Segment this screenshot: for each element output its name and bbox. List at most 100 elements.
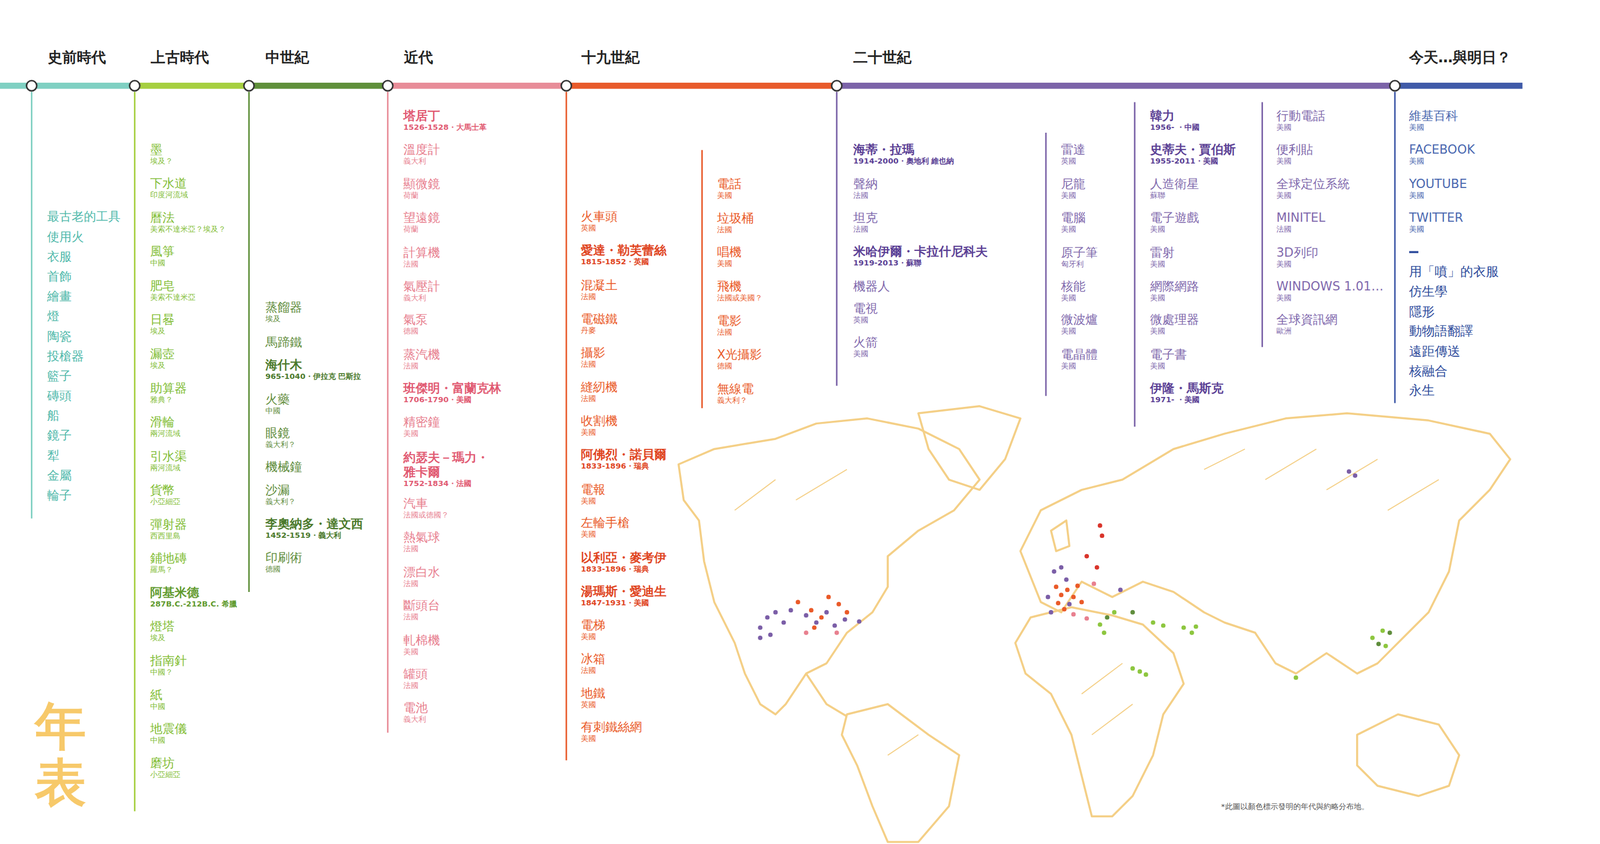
inventor-dates: 1833-1896・瑞典 — [580, 461, 649, 471]
invention-dot — [836, 601, 842, 607]
invention-dot — [1130, 609, 1135, 615]
invention-dot — [765, 615, 771, 620]
invention-origin: 法國 — [717, 327, 733, 337]
inventor-dates: 1914-2000・奧地利 維也納 — [853, 156, 954, 166]
invention-origin: 美國 — [580, 427, 596, 438]
invention-name: 衣服 — [47, 249, 72, 265]
invention-name: 3D列印 — [1276, 245, 1319, 261]
invention-dot — [803, 612, 809, 618]
invention-name: FACEBOOK — [1409, 142, 1475, 158]
invention-dot — [1058, 565, 1064, 570]
invention-name: 核能 — [1061, 279, 1086, 294]
invention-dot — [1091, 581, 1097, 587]
invention-name: 陶瓷 — [47, 329, 72, 344]
invention-name: 氣壓計 — [403, 279, 441, 294]
inventor-dates: 1706-1790・美國 — [403, 395, 472, 405]
invention-origin: 丹麥 — [580, 325, 596, 336]
invention-name: 維基百科 — [1409, 108, 1458, 124]
invention-name: 磨坊 — [150, 756, 175, 771]
column-line — [701, 150, 704, 409]
invention-origin: 美國 — [1276, 190, 1292, 201]
invention-name: 風箏 — [150, 244, 175, 260]
invention-origin: 美國 — [403, 428, 419, 439]
inventor-name: 阿佛烈・諾貝爾 — [580, 447, 667, 463]
inventor-dates: 965-1040・伊拉克 巴斯拉 — [265, 371, 361, 382]
invention-dot — [1376, 641, 1382, 647]
invention-name: 蒸餾器 — [265, 300, 303, 315]
invention-dot — [1084, 554, 1089, 559]
invention-origin: 義大利？ — [265, 497, 296, 507]
invention-name: 精密鐘 — [403, 414, 441, 430]
column-line — [1393, 91, 1396, 404]
period-marker — [129, 80, 141, 92]
invention-name: 下水道 — [150, 176, 187, 191]
invention-name: 望遠鏡 — [403, 210, 441, 226]
invention-origin: 德國 — [403, 326, 419, 336]
invention-origin: 法國 — [403, 259, 419, 269]
invention-origin: 中國 — [150, 735, 166, 745]
invention-origin: 印度河流域 — [150, 190, 188, 200]
invention-name: 印刷術 — [265, 550, 303, 566]
column-line — [30, 91, 33, 519]
invention-dot — [1161, 623, 1166, 629]
invention-dot — [856, 619, 862, 624]
period-heading: 史前時代 — [47, 48, 106, 67]
column-line — [133, 91, 136, 812]
invention-name: 網際網路 — [1150, 279, 1199, 294]
invention-dot — [1070, 612, 1076, 617]
bar-today — [1395, 82, 1523, 90]
invention-name: TWITTER — [1409, 210, 1464, 226]
invention-dot — [1383, 643, 1389, 649]
invention-dot — [1051, 569, 1057, 574]
invention-name: 鋪地磚 — [150, 551, 187, 566]
invention-dot — [834, 630, 840, 635]
invention-origin: 埃及 — [265, 314, 281, 324]
invention-name: 墨 — [150, 142, 163, 158]
invention-name: 左輪手槍 — [580, 515, 630, 531]
invention-origin: 美國 — [1150, 293, 1166, 303]
invention-dot — [803, 630, 809, 635]
invention-name: 引水渠 — [150, 449, 187, 464]
invention-dot — [788, 608, 794, 613]
invention-origin: 美國 — [580, 529, 596, 539]
invention-origin: 英國 — [853, 315, 869, 325]
column-lines — [31, 91, 1395, 812]
period-marker — [243, 80, 255, 92]
inventor-dates: 1847-1931・美國 — [580, 598, 649, 608]
invention-dot — [1094, 565, 1100, 570]
invention-origin: 埃及 — [150, 633, 166, 643]
invention-origin: 兩河流域 — [150, 428, 181, 439]
bar-prehistoric — [0, 82, 135, 90]
invention-origin: 美國 — [580, 733, 596, 744]
inventor-dates: 1971- ・美國 — [1150, 395, 1200, 405]
inventor-name: 米哈伊爾・卡拉什尼科夫 — [853, 244, 988, 260]
invention-name: 微處理器 — [1150, 312, 1199, 328]
invention-dot — [811, 625, 817, 630]
invention-origin: 義大利？ — [717, 395, 748, 406]
invention-origin: 埃及 — [150, 326, 166, 336]
invention-name: 繪畫 — [47, 289, 72, 304]
invention-origin: 中國？ — [150, 667, 173, 677]
invention-origin: 英國 — [1061, 156, 1077, 166]
invention-name: 機械鐘 — [265, 459, 303, 475]
invention-dot — [844, 609, 850, 615]
invention-name: 垃圾桶 — [717, 211, 754, 226]
invention-origin: 歐洲 — [1276, 326, 1292, 336]
invention-origin: 法國 — [717, 225, 733, 235]
bar-20th — [836, 82, 1396, 90]
invention-dot — [1063, 577, 1069, 583]
invention-name: 有刺鐵絲網 — [580, 719, 642, 735]
invention-origin: 法國 — [580, 359, 596, 370]
invention-dot — [1112, 609, 1117, 615]
invention-origin: 義大利 — [403, 293, 427, 303]
future-invention: 遠距傳送 — [1409, 343, 1461, 360]
invention-name: 罐頭 — [403, 667, 428, 682]
inventor-name: 李奧納多・達文西 — [265, 516, 364, 532]
invention-dot — [1045, 594, 1051, 600]
invention-origin: 美國 — [580, 632, 596, 642]
invention-origin: 埃及？ — [150, 156, 173, 166]
column-line — [565, 91, 568, 761]
invention-origin: 美國 — [1276, 293, 1292, 303]
invention-name: 全球定位系統 — [1276, 176, 1350, 192]
